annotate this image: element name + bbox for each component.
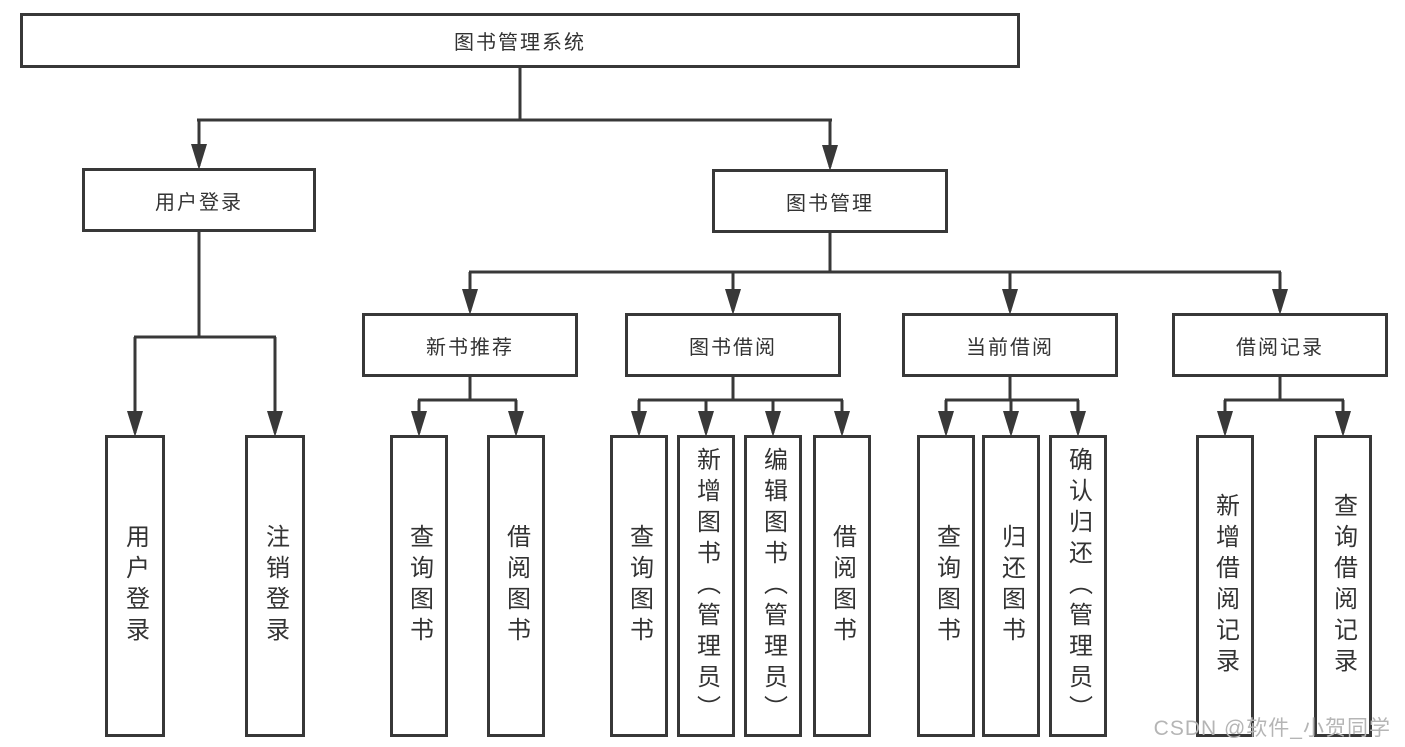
leaf-add-borrow-record: 新增借阅记录 xyxy=(1196,435,1254,737)
node-root-system: 图书管理系统 xyxy=(20,13,1020,68)
node-new-book-recommendation: 新书推荐 xyxy=(362,313,578,377)
leaf-query-books-recommend: 查询图书 xyxy=(390,435,448,737)
node-book-management: 图书管理 xyxy=(712,169,948,233)
node-current-borrowing: 当前借阅 xyxy=(902,313,1118,377)
watermark: CSDN @软件_小贺同学 xyxy=(1153,717,1391,740)
leaf-edit-book-admin: 编辑图书（管理员） xyxy=(744,435,802,737)
leaf-query-borrow-record: 查询借阅记录 xyxy=(1314,435,1372,737)
leaf-confirm-return-admin: 确认归还（管理员） xyxy=(1049,435,1107,737)
leaf-borrow-books-borrowing: 借阅图书 xyxy=(813,435,871,737)
leaf-add-book-admin: 新增图书（管理员） xyxy=(677,435,735,737)
leaf-user-login: 用户登录 xyxy=(105,435,165,737)
node-book-borrowing: 图书借阅 xyxy=(625,313,841,377)
leaf-query-books-current: 查询图书 xyxy=(917,435,975,737)
leaf-return-books: 归还图书 xyxy=(982,435,1040,737)
leaf-borrow-books-recommend: 借阅图书 xyxy=(487,435,545,737)
leaf-logout: 注销登录 xyxy=(245,435,305,737)
node-user-login: 用户登录 xyxy=(82,168,316,232)
leaf-query-books-borrowing: 查询图书 xyxy=(610,435,668,737)
node-borrowing-records: 借阅记录 xyxy=(1172,313,1388,377)
